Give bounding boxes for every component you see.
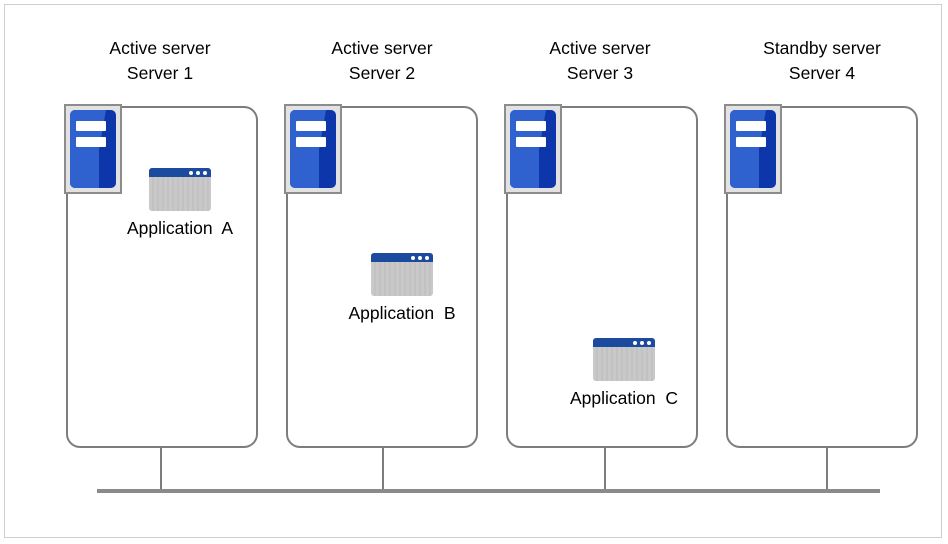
server-role-label-3: Active server [549,38,651,58]
server-connector-2 [382,447,384,492]
server-column-4: Standby server Server 4 [722,36,922,86]
server-icon-bar-bottom-3 [515,136,546,147]
server-title-4: Standby server Server 4 [722,36,922,86]
application-window-icon-b [371,253,433,296]
titlebar-dot-1-a [189,170,193,175]
server-title-3: Active server Server 3 [500,36,700,86]
server-icon-body-2 [290,110,336,188]
application-label-c: Application C [570,388,678,408]
server-icon-2[interactable] [284,104,342,194]
server-icon-bar-bottom-2 [295,136,326,147]
server-icon-4[interactable] [724,104,782,194]
application-window-icon-c [593,338,655,381]
server-icon-bar-bottom-1 [75,136,106,147]
server-box-1[interactable] [66,106,258,448]
server-icon-body-1 [70,110,116,188]
server-role-label-1: Active server [109,38,211,58]
server-column-3: Active server Server 3 [500,36,700,86]
server-name-label-3: Server 3 [566,63,634,83]
application-titlebar-b [371,253,433,262]
server-icon-3[interactable] [504,104,562,194]
titlebar-dot-3-b [425,255,429,260]
titlebar-dot-2-c [640,340,644,345]
server-column-2: Active server Server 2 [282,36,482,86]
server-icon-bar-bottom-4 [735,136,766,147]
server-icon-bar-top-4 [735,120,766,132]
server-icon-bar-top-3 [515,120,546,132]
application-b[interactable]: Application B [339,253,465,324]
server-icon-bar-top-2 [295,120,326,132]
server-icon-1[interactable] [64,104,122,194]
application-label-b: Application B [348,303,456,323]
server-name-label-2: Server 2 [348,63,416,83]
application-a[interactable]: Application A [117,168,243,239]
titlebar-dot-3-a [203,170,207,175]
server-role-label-2: Active server [331,38,433,58]
application-titlebar-a [149,168,211,177]
server-icon-bar-top-1 [75,120,106,132]
server-title-2: Active server Server 2 [282,36,482,86]
network-bus-line [97,489,880,493]
server-connector-3 [604,447,606,492]
application-label-a: Application A [126,218,234,238]
titlebar-dot-2-a [196,170,200,175]
server-icon-body-4 [730,110,776,188]
server-connector-1 [160,447,162,492]
titlebar-dot-1-b [411,255,415,260]
titlebar-dot-3-c [647,340,651,345]
server-name-label-4: Server 4 [788,63,856,83]
server-column-1: Active server Server 1 [60,36,260,86]
application-titlebar-c [593,338,655,347]
titlebar-dot-1-c [633,340,637,345]
server-name-label-1: Server 1 [126,63,194,83]
server-title-1: Active server Server 1 [60,36,260,86]
titlebar-dot-2-b [418,255,422,260]
server-connector-4 [826,447,828,492]
server-role-label-4: Standby server [763,38,881,58]
server-icon-body-3 [510,110,556,188]
application-c[interactable]: Application C [561,338,687,409]
application-window-icon-a [149,168,211,211]
